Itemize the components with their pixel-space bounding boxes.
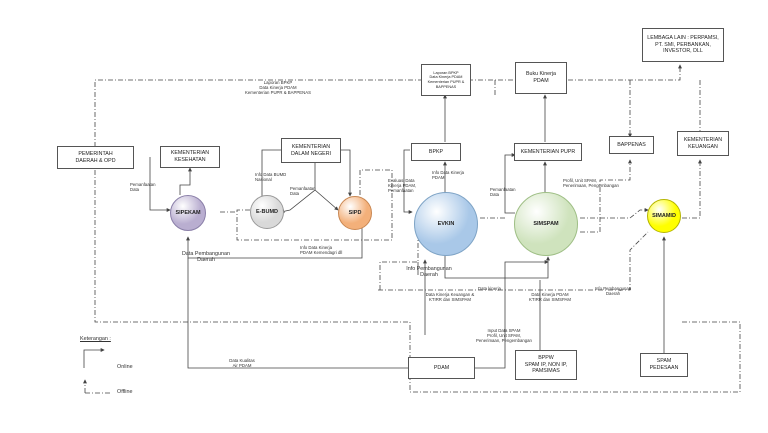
label-info-pembangunan-right: Info Pembangunan Daerah bbox=[594, 286, 632, 297]
label-evaluasi: Evaluasi Data Kinerja PDAM, Pemanfaatan bbox=[388, 178, 417, 194]
node-kementerian-kesehatan[interactable]: KEMENTERIAN KESEHATAN bbox=[160, 146, 220, 168]
label-info-bumd: Info Data BUMD Nasional bbox=[255, 172, 287, 183]
label-pemanfaatan-data-left: Pemanfaatan Data bbox=[130, 182, 156, 193]
label-data-pembangunan: Data Pembangunan Daerah bbox=[182, 251, 230, 264]
node-buku-kinerja-pdam[interactable]: Buku Kinerja PDAM bbox=[515, 62, 567, 94]
node-spam-pedesaan[interactable]: SPAM PEDESAAN bbox=[640, 353, 688, 377]
label-profil: Profil, Unit SPAM, Penerimaan, Pengemban… bbox=[563, 178, 619, 189]
solid-lines bbox=[83, 94, 666, 369]
node-laporan-bpkp[interactable]: Laporan BPKP Data Kinerja PDAM Kementeri… bbox=[421, 64, 471, 96]
legend-title: Keterangan : bbox=[80, 336, 111, 342]
legend-offline: Offline bbox=[117, 389, 133, 395]
label-info-kinerja: Info Data Kinerja PDAM bbox=[432, 170, 465, 181]
node-bappenas[interactable]: BAPPENAS bbox=[609, 136, 654, 154]
label-top-report: Laporan BPKP Data Kinerja PDAM Kementeri… bbox=[245, 80, 311, 96]
node-e-bumd[interactable]: E-BUMD bbox=[250, 195, 284, 229]
node-kementerian-dalam-negeri[interactable]: KEMENTERIAN DALAM NEGERI bbox=[281, 138, 341, 163]
node-evkin[interactable]: EVKIN bbox=[414, 192, 478, 256]
label-info-pembangunan: Info Pembangunan Daerah bbox=[406, 266, 452, 279]
node-kementerian-keuangan[interactable]: KEMENTERIAN KEUANGAN bbox=[677, 131, 729, 156]
node-sipekam[interactable]: SIPEKAM bbox=[170, 195, 206, 231]
node-pemerintah-daerah[interactable]: PEMERINTAH DAERAH & OPD bbox=[57, 146, 134, 169]
label-data-spam: Data kinerja bbox=[478, 286, 501, 291]
node-kementerian-pupr[interactable]: KEMENTERIAN PUPR bbox=[514, 143, 582, 161]
label-pemanfaatan-data-mid: Pemanfaatan Data bbox=[290, 186, 316, 197]
legend-online: Online bbox=[117, 364, 133, 370]
label-data-kinerja-simspam: Data Kinerja PDAM KTIRR dan SIMSPAM bbox=[529, 292, 571, 303]
node-lembaga-lain[interactable]: LEMBAGA LAIN : PERPAMSI, PT. SMI, PERBAN… bbox=[642, 28, 724, 62]
node-simspam[interactable]: SIMSPAM bbox=[514, 192, 578, 256]
label-data-kualitas: Data Kualitas Air PDAM bbox=[229, 358, 255, 369]
node-bpkp[interactable]: BPKP bbox=[411, 143, 461, 161]
node-bppw[interactable]: BPPW SPAM IP, NON IP, PAMSIMAS bbox=[515, 350, 577, 380]
label-data-kinerja-evkin: Data Kinerja Keuangan & KTIRR dan SIMSPA… bbox=[425, 292, 475, 303]
label-pemanfaatan-pupr: Pemanfaatan Data bbox=[490, 187, 516, 198]
node-simamid[interactable]: SIMAMID bbox=[647, 199, 681, 233]
label-info-data-kinerja-sipd: Info Data Kinerja PDAM Kemendagri dll bbox=[300, 245, 343, 256]
label-input-data: Input Data SPAM Profil, Unit SPAM, Pener… bbox=[476, 328, 532, 344]
node-sipd[interactable]: SIPD bbox=[338, 196, 372, 230]
node-pdam[interactable]: PDAM bbox=[408, 357, 475, 379]
